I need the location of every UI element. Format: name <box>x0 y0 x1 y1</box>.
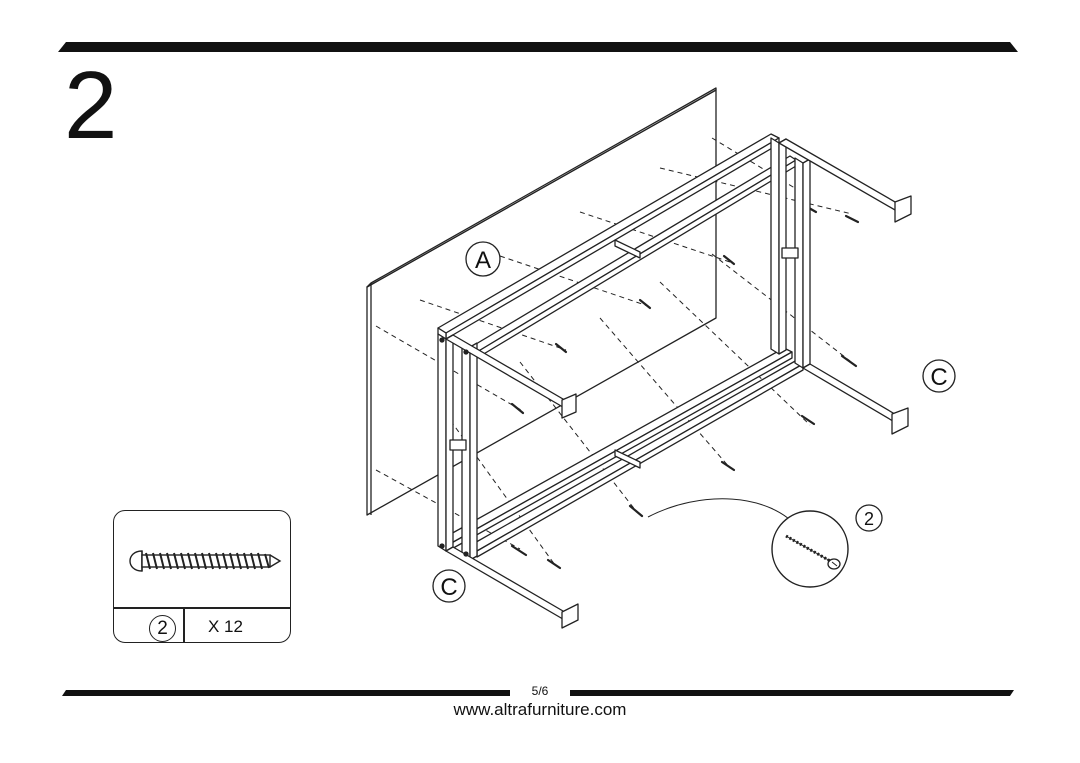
screw-icon <box>129 550 282 572</box>
label-circle-a <box>465 241 501 277</box>
hardware-quantity: X 12 <box>208 617 243 636</box>
callout-curve <box>647 498 801 531</box>
bottom-rule-left <box>62 690 510 696</box>
page-number: 5/6 <box>531 684 549 698</box>
middle-braces <box>614 239 641 469</box>
hardware-divider <box>114 607 290 609</box>
hardware-box: 2 X 12 <box>113 510 291 643</box>
desktop-panel-a <box>366 87 717 516</box>
label-callout-part: 2 <box>864 509 874 529</box>
top-rule <box>58 42 1018 52</box>
label-leg-right: C <box>930 364 947 391</box>
magnified-screw <box>771 510 849 588</box>
bottom-rule-right <box>570 690 1014 696</box>
website-url: www.altrafurniture.com <box>453 700 627 719</box>
hardware-divider-vertical <box>183 607 185 642</box>
label-panel-a: A <box>475 247 491 274</box>
label-circle-c-right <box>922 359 956 393</box>
leg-frame-right <box>770 137 912 435</box>
label-leg-left: C <box>440 574 457 601</box>
label-circle-c-left <box>432 569 466 603</box>
leg-frame-left <box>437 333 579 629</box>
label-circle-part <box>855 504 883 532</box>
hardware-part-number: 2 <box>149 615 176 642</box>
screws <box>510 202 860 570</box>
step-number: 2 <box>64 52 118 159</box>
